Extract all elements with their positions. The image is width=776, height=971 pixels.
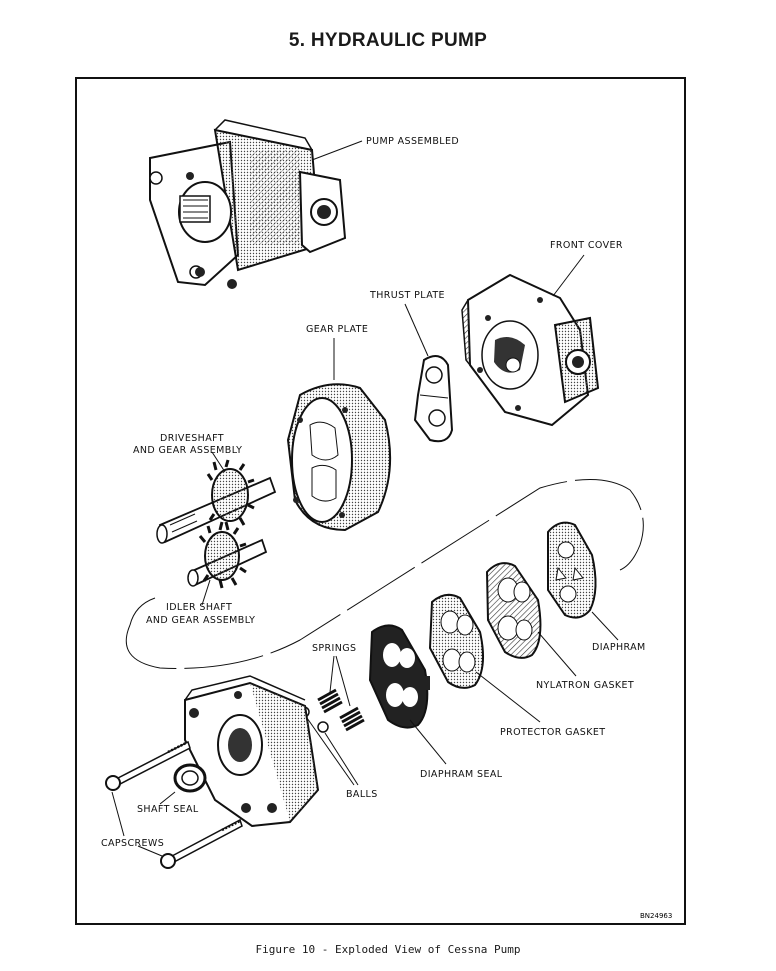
leader-capscrew-lower xyxy=(137,845,163,857)
springs-illustration xyxy=(317,688,365,732)
nylatron-gasket-illustration xyxy=(485,562,542,659)
diaphram-seal-illustration xyxy=(368,624,430,729)
leader-spring-a xyxy=(329,655,335,693)
leader-spring-b xyxy=(335,655,351,707)
leader-shaft-seal xyxy=(159,791,176,805)
ball-2 xyxy=(317,721,329,733)
idler-shaft-gear-illustration xyxy=(187,521,268,589)
label-protector-gasket: PROTECTOR GASKET xyxy=(500,727,605,738)
capscrew-upper xyxy=(105,740,191,791)
leader-protector-gasket xyxy=(475,671,541,723)
leader-nylatron-gasket xyxy=(537,631,577,677)
leader-idler-shaft xyxy=(201,579,211,606)
gear-plate-illustration xyxy=(286,383,392,532)
label-idler-line2: AND GEAR ASSEMBLY xyxy=(146,615,255,626)
drawing-number: BN24963 xyxy=(640,912,672,920)
label-springs: SPRINGS xyxy=(312,643,356,654)
pump-assembled-illustration xyxy=(149,119,347,289)
label-driveshaft-line1: DRIVESHAFT xyxy=(160,433,224,444)
label-capscrews: CAPSCREWS xyxy=(101,838,164,849)
leader-capscrew-upper xyxy=(111,791,125,837)
leader-diaphram xyxy=(591,611,619,641)
leader-ball-1 xyxy=(306,717,355,786)
page-title: 5. HYDRAULIC PUMP xyxy=(288,30,488,51)
leader-front-cover xyxy=(552,254,585,297)
front-cover-illustration xyxy=(461,273,600,427)
shaft-seal-illustration xyxy=(173,763,207,793)
label-shaft-seal: SHAFT SEAL xyxy=(137,804,199,815)
label-nylatron-gasket: NYLATRON GASKET xyxy=(536,680,634,691)
assembly-path-line-end xyxy=(129,597,156,626)
label-thrust-plate: THRUST PLATE xyxy=(369,290,445,301)
figure-caption: Figure 10 - Exploded View of Cessna Pump xyxy=(255,943,521,956)
assembly-path-line xyxy=(125,479,644,669)
pump-body-illustration xyxy=(184,675,320,828)
label-diaphram-seal: DIAPHRAM SEAL xyxy=(420,769,503,780)
label-idler-line1: IDLER SHAFT xyxy=(166,602,232,613)
leader-pump-assembled xyxy=(311,140,363,161)
leader-diaphram-seal xyxy=(409,719,447,765)
label-diaphram: DIAPHRAM xyxy=(592,642,646,653)
label-driveshaft-line2: AND GEAR ASSEMBLY xyxy=(133,445,242,456)
diaphram-illustration xyxy=(547,521,597,619)
leader-thrust-plate xyxy=(404,303,429,357)
capscrew-lower xyxy=(160,818,243,869)
figure-frame xyxy=(75,77,686,925)
thrust-plate-illustration xyxy=(413,355,454,443)
label-pump-assembled: PUMP ASSEMBLED xyxy=(366,136,459,147)
label-balls: BALLS xyxy=(346,789,378,800)
protector-gasket-illustration xyxy=(428,593,485,689)
label-gear-plate: GEAR PLATE xyxy=(306,324,368,335)
leader-driveshaft xyxy=(211,451,226,473)
label-front-cover: FRONT COVER xyxy=(550,240,623,251)
leader-ball-2 xyxy=(324,732,359,786)
driveshaft-gear-illustration xyxy=(156,459,277,544)
